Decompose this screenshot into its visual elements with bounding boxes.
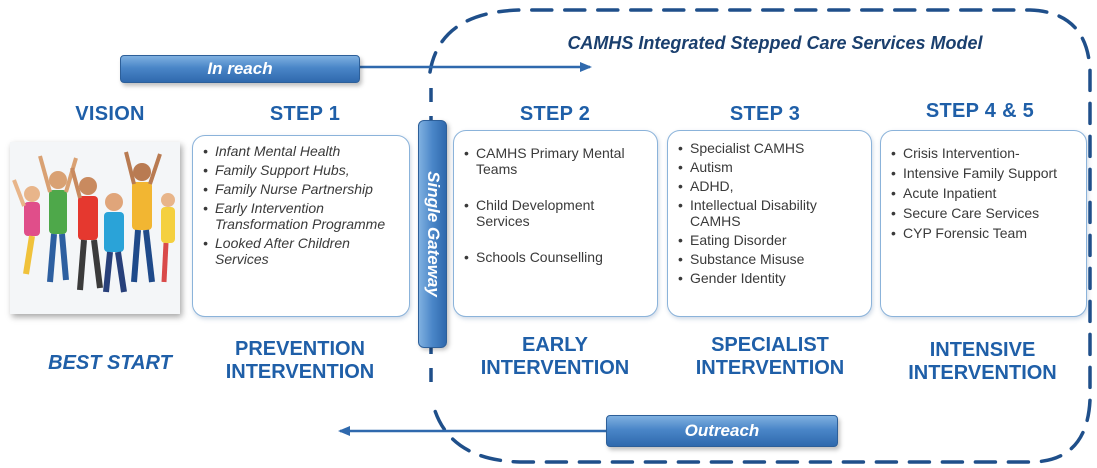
list-item: Acute Inpatient [889,185,1078,201]
step-4-5-footer-line1: INTENSIVE [929,339,1036,361]
list-item: Specialist CAMHS [676,140,863,156]
list-item: Looked After Children Services [201,235,401,267]
step-4-5-card: Crisis Intervention- Intensive Family Su… [880,130,1087,317]
step-1-footer: PREVENTION INTERVENTION [200,338,400,384]
step-3-footer: SPECIALIST INTERVENTION [670,334,870,380]
step-1-card: Infant Mental Health Family Support Hubs… [192,135,410,317]
outreach-bar: Outreach [606,415,838,447]
gateway-label: Single Gateway [423,171,443,297]
list-item: Early Intervention Transformation Progra… [201,200,401,232]
in-reach-bar: In reach [120,55,360,83]
list-item: Eating Disorder [676,232,863,248]
list-item: Crisis Intervention- [889,145,1078,161]
step-1-footer-line2: INTERVENTION [225,361,375,383]
children-jumping-photo-icon [10,142,180,314]
list-item: Autism [676,159,863,175]
step-2-card: CAMHS Primary Mental Teams Child Develop… [453,130,658,317]
list-item: Child Development Services [462,197,649,229]
step-2-footer-line1: EARLY [522,334,588,356]
list-item: Gender Identity [676,270,863,286]
step-3-heading: STEP 3 [729,103,801,125]
step-3-card: Specialist CAMHS Autism ADHD, Intellectu… [667,130,872,317]
list-item: Schools Counselling [462,249,649,265]
list-item: Infant Mental Health [201,143,401,159]
step-2-footer-line2: INTERVENTION [480,357,630,379]
step-2-footer: EARLY INTERVENTION [455,334,655,380]
step-4-5-heading: STEP 4 & 5 [925,100,1035,122]
step-3-footer-line1: SPECIALIST [711,334,829,356]
step-1-heading: STEP 1 [269,103,341,125]
step-2-heading: STEP 2 [519,103,591,125]
children-photo-image [10,142,180,314]
list-item: ADHD, [676,178,863,194]
list-item: Family Nurse Partnership [201,181,401,197]
step-4-5-footer-line2: INTERVENTION [908,362,1057,384]
list-item: Family Support Hubs, [201,162,401,178]
list-item: CYP Forensic Team [889,225,1078,241]
model-title: CAMHS Integrated Stepped Care Services M… [567,33,983,53]
list-item: Intellectual Disability CAMHS [676,197,863,229]
list-item: CAMHS Primary Mental Teams [462,145,649,177]
vision-footer: BEST START [48,352,172,374]
single-gateway-bar: Single Gateway [418,120,447,348]
step-4-5-footer: INTENSIVE INTERVENTION [880,339,1085,385]
vision-heading: VISION [75,103,145,125]
step-1-footer-line1: PREVENTION [234,338,366,360]
step-3-footer-line2: INTERVENTION [695,357,845,379]
model-boundary [428,8,1092,464]
list-item: Secure Care Services [889,205,1078,221]
list-item: Intensive Family Support [889,165,1078,181]
list-item: Substance Misuse [676,251,863,267]
